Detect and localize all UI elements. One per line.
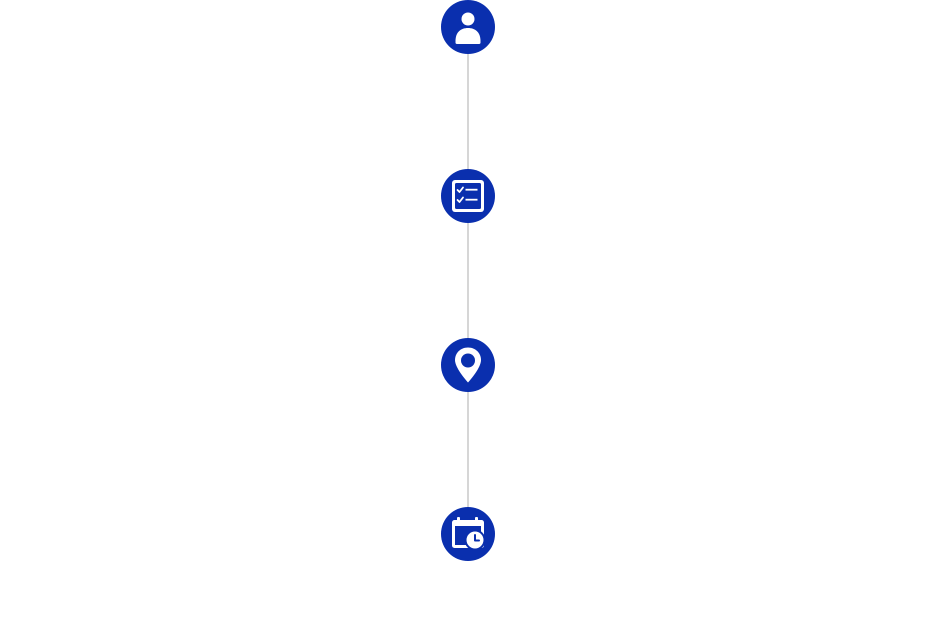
calendar-clock-icon — [441, 507, 495, 561]
location-pin-icon — [441, 338, 495, 392]
checklist-icon — [441, 169, 495, 223]
timeline-connector — [467, 54, 469, 169]
user-icon — [441, 0, 495, 54]
step-user — [441, 0, 495, 54]
step-calendar — [441, 507, 495, 561]
step-location — [441, 338, 495, 392]
timeline-connector — [467, 223, 469, 338]
timeline-connector — [467, 392, 469, 507]
step-checklist — [441, 169, 495, 223]
